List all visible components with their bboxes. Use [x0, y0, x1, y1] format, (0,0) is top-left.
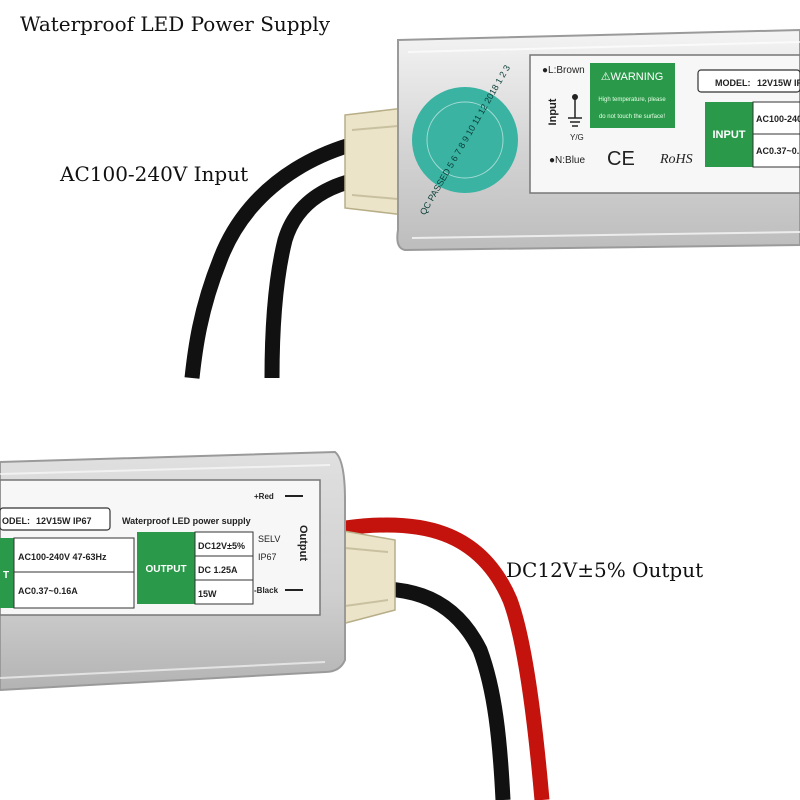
top-input-tag: INPUT: [713, 129, 746, 141]
output-tag: OUTPUT: [145, 564, 186, 575]
warning-title: ⚠WARNING: [601, 71, 664, 83]
product-name: Waterproof LED power supply: [122, 516, 251, 526]
bottom-output-green: [137, 532, 195, 604]
top-input-current: AC0.37~0.: [756, 146, 799, 156]
top-input-voltage: AC100-240V: [756, 114, 800, 124]
top-input-green: [705, 102, 753, 167]
warning-line-2: do not touch the surface!: [599, 114, 665, 120]
output-side-label: Output: [297, 525, 309, 561]
bottom-input-tag: T: [3, 570, 9, 581]
top-model-box: [697, 69, 800, 93]
bottom-input-voltage: AC100-240V 47-63Hz: [18, 552, 107, 562]
qc-seal-sticker: [412, 87, 518, 193]
plus-red-label: +Red: [254, 492, 274, 501]
product-title-caption: Waterproof LED Power Supply: [20, 12, 331, 36]
input-caption: AC100-240V Input: [60, 162, 249, 186]
wire-brown-label: ●L:Brown: [542, 65, 585, 76]
input-wire-rear: [184, 127, 406, 379]
top-model-label: MODEL:: [715, 78, 751, 88]
output-caption: DC12V±5% Output: [506, 558, 704, 582]
top-power-supply: [184, 28, 800, 379]
bottom-input-current: AC0.37~0.16A: [18, 586, 78, 596]
out-current: DC 1.25A: [198, 565, 238, 575]
input-side-label: Input: [547, 98, 559, 125]
out-voltage: DC12V±5%: [198, 541, 245, 551]
selv-label: SELV: [258, 534, 280, 544]
ip-label: IP67: [258, 552, 277, 562]
warning-line-1: High temperature, please: [598, 97, 666, 103]
output-wire-black: [344, 581, 511, 800]
ce-mark: CE: [607, 148, 635, 170]
warning-panel: [590, 63, 675, 128]
output-cable-gland: [337, 529, 396, 626]
bottom-model-label: ODEL:: [2, 516, 30, 526]
output-wire-red: [344, 517, 550, 800]
bottom-model-box: [0, 507, 111, 531]
rohs-mark: RoHS: [659, 152, 693, 167]
bottom-input-green: [0, 538, 14, 608]
ground-label: Y/G: [570, 133, 584, 142]
out-power: 15W: [198, 589, 217, 599]
wire-blue-label: ●N:Blue: [549, 155, 585, 166]
bottom-power-supply: [0, 450, 550, 800]
minus-black-label: -Black: [254, 586, 279, 595]
bottom-model-value: 12V15W IP67: [36, 516, 92, 526]
top-model-value: 12V15W IP: [757, 78, 800, 88]
